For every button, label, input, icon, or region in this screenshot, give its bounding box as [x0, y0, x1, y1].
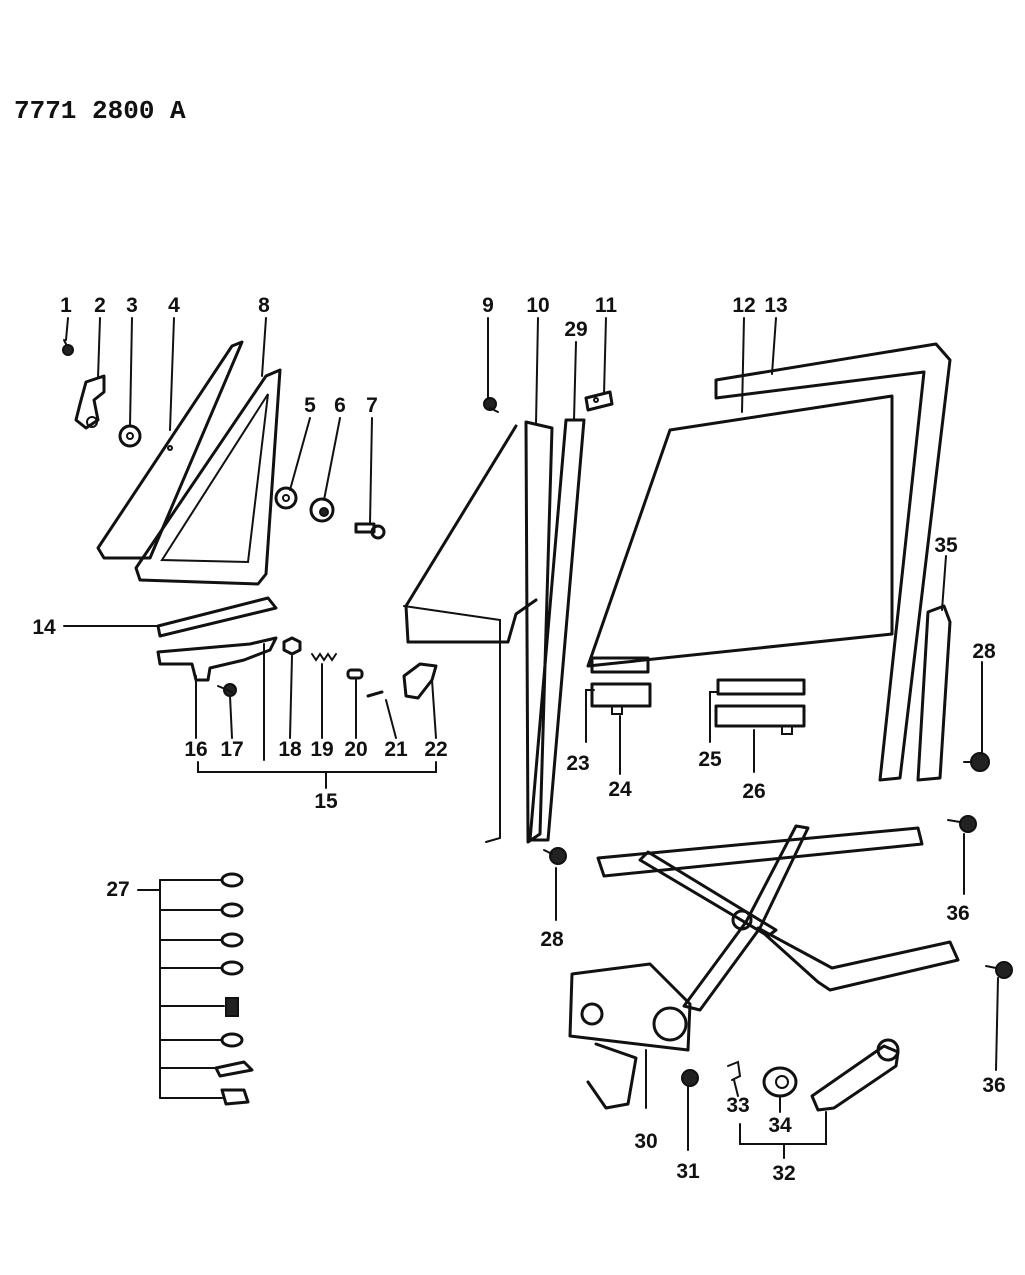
callout-16: 16	[184, 738, 207, 761]
part-lower-sash-14	[156, 596, 278, 638]
callout-18: 18	[278, 738, 302, 761]
part-bolt-31	[681, 1069, 699, 1087]
part-bolt-17	[217, 683, 237, 697]
part-fastener-28-left	[543, 847, 567, 865]
callout-8: 8	[258, 294, 270, 317]
callout-7: 7	[366, 394, 378, 417]
part-bushing-6	[309, 497, 335, 523]
part-pin-7	[354, 522, 386, 540]
callout-27: 27	[106, 878, 129, 901]
part-spring-19	[311, 652, 337, 662]
part-hinge-bracket-2	[74, 374, 106, 430]
part-fastener-36-bottom	[985, 961, 1013, 979]
part-nut-18	[282, 636, 302, 656]
part-quarter-glass-4	[96, 340, 244, 560]
parts-drawing	[62, 339, 1013, 1112]
part-strip-23	[590, 656, 650, 674]
callout-33: 33	[726, 1094, 749, 1117]
diagram-code: 7771 2800 A	[14, 96, 186, 126]
callout-31: 31	[676, 1160, 700, 1183]
callout-10: 10	[526, 294, 549, 317]
part-front-channel-10	[403, 420, 554, 844]
callout-36-top: 36	[946, 902, 969, 925]
callout-26: 26	[742, 780, 765, 803]
callout-1: 1	[60, 294, 72, 317]
callout-labels: 1 2 3 4 8 5 6 7 9 10 29 11 12 13 35 28 1…	[32, 294, 1005, 1185]
callout-9: 9	[482, 294, 494, 317]
part-fastener-36-top	[947, 815, 977, 833]
callout-32: 32	[772, 1162, 795, 1185]
part-window-glass-12	[586, 394, 894, 668]
part-hardware-kit-27	[214, 872, 254, 1106]
part-quarter-frame-8	[134, 368, 282, 586]
part-screw-1	[62, 339, 74, 356]
part-clip-20	[346, 668, 364, 680]
part-clip-11	[584, 390, 614, 412]
part-rear-run-35	[916, 604, 952, 782]
callout-30: 30	[634, 1130, 657, 1153]
callout-20: 20	[344, 738, 367, 761]
callout-4: 4	[168, 294, 180, 317]
part-strip-24	[590, 682, 652, 715]
part-washer-3	[118, 424, 142, 448]
part-strip-26	[714, 704, 806, 735]
callout-6: 6	[334, 394, 346, 417]
callout-17: 17	[220, 738, 243, 761]
part-fastener-28-right	[963, 752, 990, 772]
callout-19: 19	[310, 738, 333, 761]
part-bracket-16	[156, 636, 278, 682]
callout-2: 2	[94, 294, 106, 317]
part-pin-21	[366, 690, 384, 698]
callout-28-left: 28	[540, 928, 564, 951]
part-rear-channel-13	[714, 342, 952, 782]
callout-36-bottom: 36	[982, 1074, 1005, 1097]
callout-5: 5	[304, 394, 316, 417]
part-grommet-5	[274, 486, 298, 510]
part-clip-33	[727, 1060, 742, 1081]
callout-12: 12	[732, 294, 755, 317]
callout-13: 13	[764, 294, 787, 317]
callout-23: 23	[566, 752, 589, 775]
callout-24: 24	[608, 778, 632, 801]
callout-15: 15	[314, 790, 338, 813]
callout-35: 35	[934, 534, 958, 557]
part-strip-25	[716, 678, 806, 696]
callout-14: 14	[32, 616, 56, 639]
part-screw-9	[483, 397, 499, 413]
callout-21: 21	[384, 738, 408, 761]
leader-lines	[63, 317, 999, 1159]
callout-25: 25	[698, 748, 722, 771]
callout-3: 3	[126, 294, 138, 317]
part-crank-handle-32	[810, 1038, 900, 1112]
callout-34: 34	[768, 1114, 792, 1137]
callout-22: 22	[424, 738, 447, 761]
part-run-channel-29	[528, 418, 586, 842]
part-escutcheon-34	[762, 1066, 798, 1098]
part-regulator-30	[568, 824, 960, 1110]
callout-29: 29	[564, 318, 587, 341]
callout-28-right: 28	[972, 640, 996, 663]
callout-11: 11	[595, 294, 618, 317]
